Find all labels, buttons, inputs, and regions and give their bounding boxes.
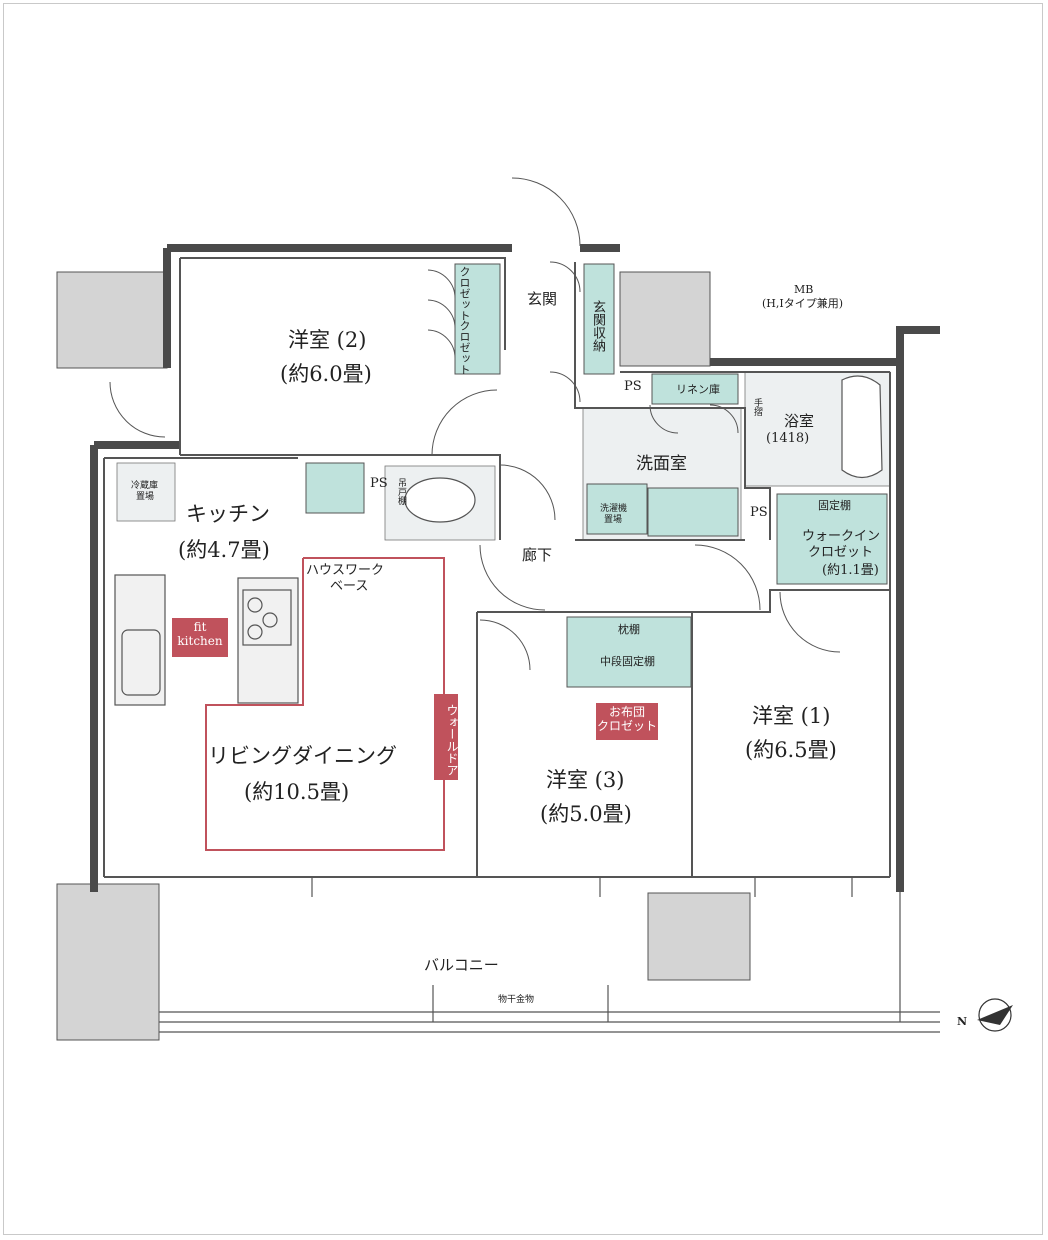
room-entrance: 玄関 <box>527 290 558 308</box>
fit-kitchen-badge: fit kitchen <box>172 618 228 657</box>
room-living-name: リビングダイニング <box>208 744 397 768</box>
closet-a-label: クロゼット <box>458 266 471 321</box>
teal-storage <box>305 263 888 688</box>
middle-shelf-label: 中段固定棚 <box>600 655 655 668</box>
kitchen-counters <box>114 574 299 706</box>
room-kitchen-size: (約4.7畳) <box>178 538 270 562</box>
pillow-shelf-label: 枕棚 <box>618 623 640 636</box>
fixed-shelf-label: 固定棚 <box>818 499 851 512</box>
room-western2-name: 洋室 (2) <box>288 328 367 352</box>
fit-kitchen-line1: fit <box>193 620 207 634</box>
housework-line2: ベース <box>330 579 369 594</box>
laundry-pole-label: 物干金物 <box>498 995 535 1005</box>
ps-label-3: PS <box>750 505 768 520</box>
fit-kitchen-line2: kitchen <box>177 633 223 648</box>
mb-line1: MB <box>794 283 814 296</box>
room-western2-size: (約6.0畳) <box>280 362 372 386</box>
ps-label-1: PS <box>370 476 388 491</box>
wall-door-outline <box>205 557 445 851</box>
toilet <box>404 477 476 523</box>
interior-walls <box>103 257 891 878</box>
room-living-size: (約10.5畳) <box>244 780 350 804</box>
plan-frame <box>3 3 1043 1235</box>
room-western1-size: (約6.5畳) <box>745 738 837 762</box>
fridge-line1: 冷蔵庫 <box>131 481 159 491</box>
north-compass <box>977 998 1013 1032</box>
room-western3-size: (約5.0畳) <box>540 802 632 826</box>
washer-line1: 洗濯機 <box>600 504 628 514</box>
walkin-line1: ウォークイン <box>802 529 881 544</box>
housework-line1: ハウスワーク <box>306 563 385 578</box>
closet-b-label: クロゼット <box>458 320 471 375</box>
pillars <box>56 271 751 1041</box>
mb-line2: (H,Iタイプ兼用) <box>762 297 844 310</box>
room-hallway: 廊下 <box>522 546 553 564</box>
futon-closet-line2: クロゼット <box>596 718 657 733</box>
bathtub <box>841 375 883 479</box>
room-kitchen-name: キッチン <box>186 502 270 526</box>
north-label: N <box>957 1015 968 1028</box>
walkin-size: (約1.1畳) <box>822 563 879 578</box>
washer-line2: 置場 <box>604 515 623 525</box>
room-western1-name: 洋室 (1) <box>752 704 831 728</box>
futon-closet-badge: お布団 クロゼット <box>596 703 658 740</box>
wall-door-badge: ウォールドア <box>434 694 459 780</box>
room-bath-size: (1418) <box>766 431 810 446</box>
balcony-rails <box>159 877 940 1033</box>
room-western3-name: 洋室 (3) <box>546 768 625 792</box>
handrail-label: 手摺 <box>752 398 762 416</box>
room-balcony: バルコニー <box>424 956 499 974</box>
futon-closet-line1: お布団 <box>608 705 645 719</box>
outer-walls <box>90 244 940 892</box>
entrance-storage-label: 玄関収納 <box>590 300 605 352</box>
room-washroom: 洗面室 <box>636 454 687 474</box>
linen-label: リネン庫 <box>676 383 720 396</box>
room-bath-name: 浴室 <box>784 412 815 430</box>
hanging-shelf-label: 吊戸棚 <box>396 478 406 505</box>
ps-label-2: PS <box>624 379 642 394</box>
walkin-line2: クロゼット <box>808 545 874 560</box>
fridge-line2: 置場 <box>136 492 155 502</box>
door-arcs <box>109 177 841 671</box>
